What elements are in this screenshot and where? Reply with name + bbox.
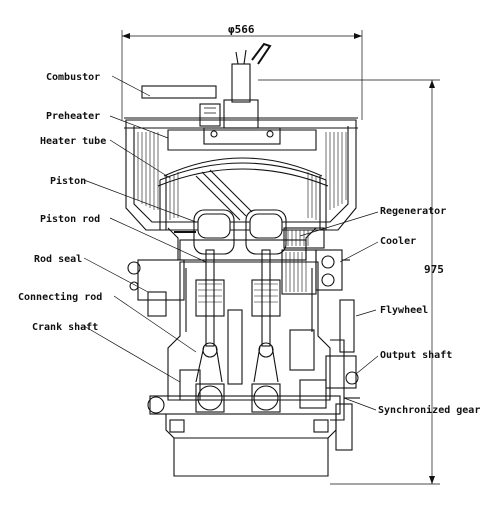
leader-lines [83, 75, 379, 411]
label-piston: Piston [50, 175, 86, 187]
label-rod-seal: Rod seal [34, 254, 82, 265]
height-dimension-label: 975 [424, 263, 444, 276]
preheater-housing [124, 117, 358, 231]
crankshaft [147, 369, 341, 415]
heater-tubes [157, 157, 329, 230]
label-preheater: Preheater [46, 111, 100, 122]
combustor-assembly [141, 42, 272, 129]
label-heater-tube: Heater tube [40, 136, 106, 147]
label-regenerator: Regenerator [380, 206, 446, 217]
height-dimension: 975 [258, 79, 444, 485]
engine-drawing [124, 42, 360, 477]
rod-seal-housing [127, 259, 185, 317]
label-connecting-rod: Connecting rod [18, 291, 102, 303]
width-dimension: φ566 [121, 23, 363, 120]
label-synchronized-gear: Synchronized gear [378, 404, 480, 416]
crankcase [167, 249, 331, 401]
label-combustor: Combustor [46, 72, 100, 83]
regenerator-cooler [281, 227, 350, 295]
label-piston-rod: Piston rod [40, 213, 100, 225]
label-crank-shaft: Crank shaft [32, 322, 98, 333]
width-dimension-label: φ566 [228, 23, 255, 36]
label-output-shaft: Output shaft [380, 350, 452, 361]
label-cooler: Cooler [380, 236, 416, 247]
label-flywheel: Flywheel [380, 305, 428, 316]
flywheel-output [325, 299, 360, 451]
oil-pan [165, 414, 337, 477]
